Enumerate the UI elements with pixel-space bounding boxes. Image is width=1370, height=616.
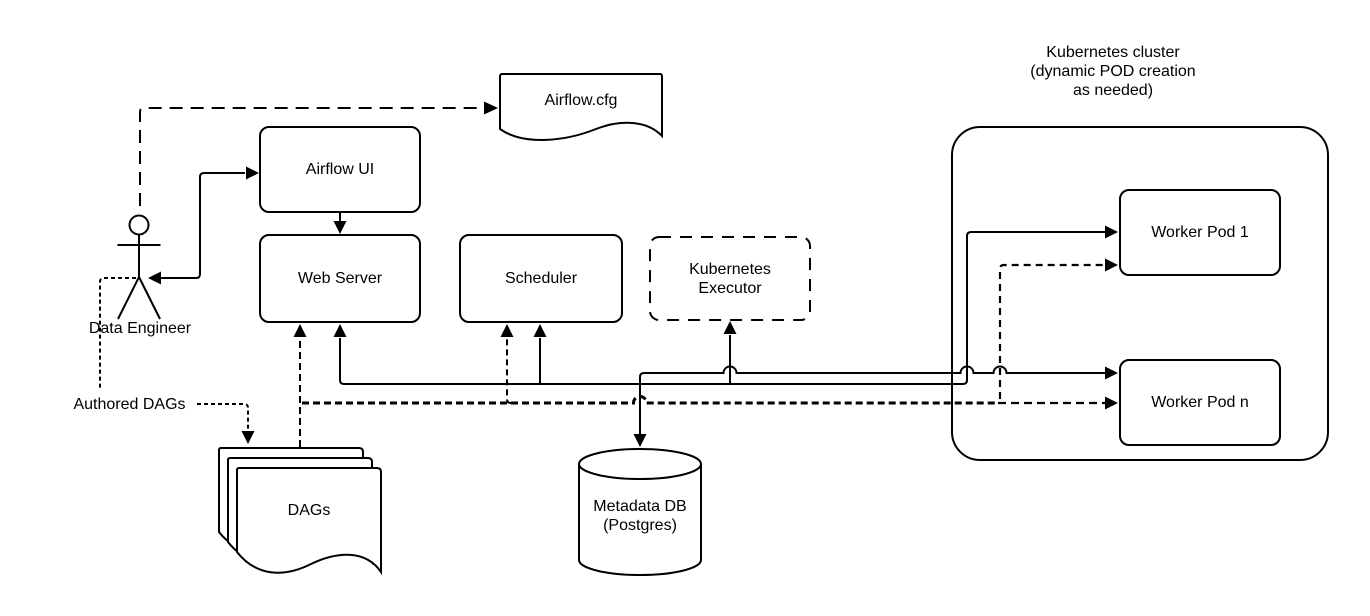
edge-bus-to-worker-pod-1 <box>339 231 1105 385</box>
metadata-db-cylinder <box>578 448 702 576</box>
actor-leg-left <box>117 276 140 320</box>
arrowhead-into-worker-pod-1-dashed <box>1105 258 1118 272</box>
arrowhead-into-web-server-bottom-dashed <box>293 324 307 337</box>
edge-dags-to-scheduler <box>506 338 512 404</box>
arrowhead-into-scheduler-solid <box>533 324 547 337</box>
web-server-box <box>259 234 421 323</box>
actor-leg-right <box>138 276 161 320</box>
data-engineer-figure <box>117 214 161 320</box>
edge-engineer-to-authored-dags <box>99 277 136 390</box>
airflow-cfg-document-shape <box>499 73 663 141</box>
airflow-ui-box <box>259 126 421 213</box>
arrowhead-into-web-server-top <box>333 221 347 234</box>
edge-engineer-to-cfg <box>139 107 483 206</box>
kubernetes-cluster-container <box>951 126 1329 461</box>
worker-pod-n-box <box>1119 359 1281 446</box>
worker-pod-1-box <box>1119 189 1281 276</box>
arrowhead-into-worker-pod-n-solid <box>1105 366 1118 380</box>
edge-to-metadata-db <box>639 372 645 434</box>
arrowhead-into-worker-pod-1-solid <box>1105 225 1118 239</box>
edge-dags-to-worker-pod-1 <box>998 263 1105 399</box>
edge-dags-distribution-main <box>302 395 998 405</box>
edge-engineer-airflow-ui <box>161 172 245 279</box>
arrowhead-into-worker-pod-n-dashed <box>1105 396 1118 410</box>
arrowhead-into-kubernetes-executor <box>723 321 737 334</box>
edge-authored-dags-to-dags <box>197 403 249 431</box>
arrowhead-into-cfg <box>484 101 498 115</box>
edge-to-worker-pod-n-solid <box>644 365 1105 374</box>
arrowhead-into-scheduler-dashed <box>500 324 514 337</box>
actor-head <box>128 214 150 236</box>
arrowhead-into-dags <box>241 431 255 444</box>
arrowhead-into-engineer <box>148 271 161 285</box>
kubernetes-executor-box <box>649 236 811 321</box>
scheduler-box <box>459 234 623 323</box>
metadata-db-cylinder-lid <box>578 463 702 480</box>
arrowhead-into-metadata-db <box>633 434 647 447</box>
arrowhead-into-airflow-ui <box>246 166 259 180</box>
arrowhead-into-web-server-bottom-solid <box>333 324 347 337</box>
dags-document-front <box>236 467 382 576</box>
